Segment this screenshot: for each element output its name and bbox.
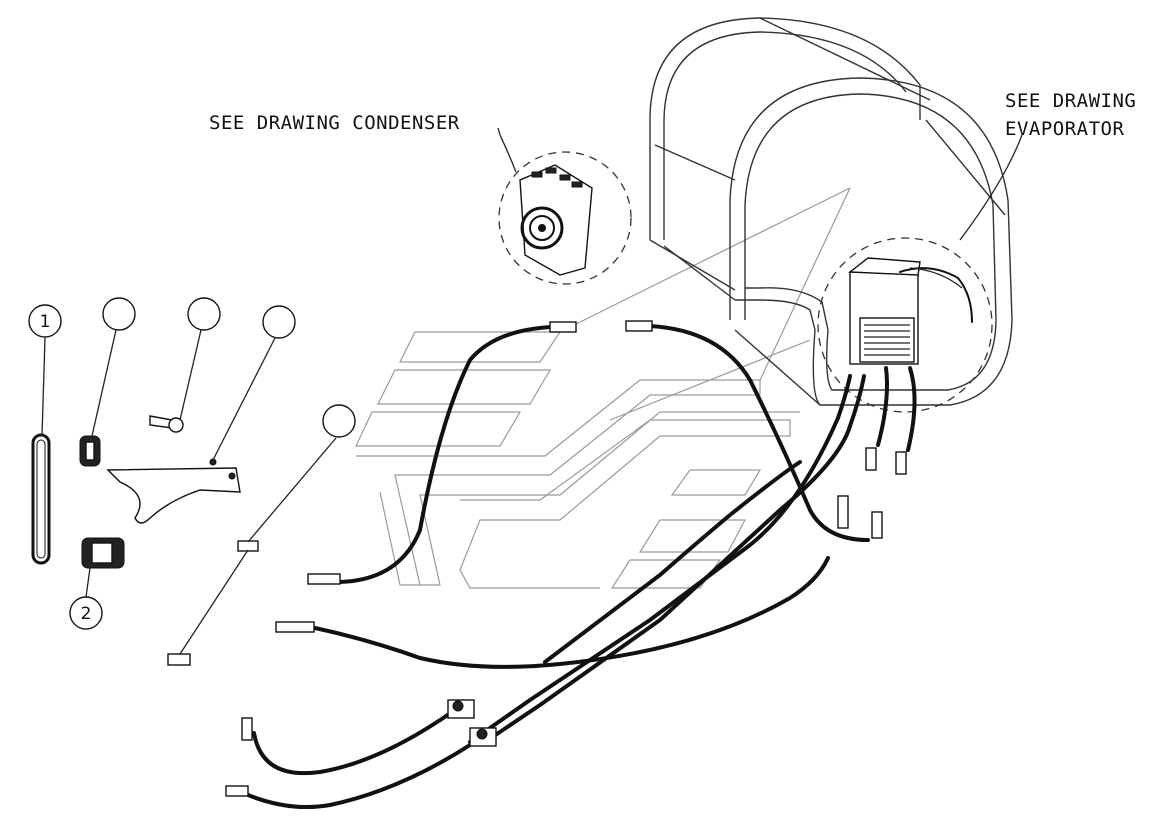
- cab-frame: [649, 17, 1013, 406]
- bracket: [106, 458, 241, 524]
- balloon-tag: [322, 404, 356, 438]
- balloon-bracket: [262, 305, 296, 339]
- bolt: [149, 415, 184, 433]
- evaporator-unit: [817, 237, 993, 452]
- compressor: [81, 537, 125, 569]
- svg-text:1: 1: [40, 312, 51, 332]
- belt: [31, 433, 51, 565]
- condenser-unit: [498, 151, 632, 285]
- evaporator-callout-line1: SEE DRAWING: [1005, 90, 1136, 112]
- watermark-logo: [355, 187, 851, 589]
- condenser-leader: [499, 134, 517, 173]
- hoses: [225, 320, 907, 810]
- balloon-2: 2: [69, 596, 103, 630]
- balloon-bolt: [187, 297, 221, 331]
- evaporator-leader: [959, 134, 1023, 241]
- balloon-1: 1: [28, 304, 62, 338]
- svg-text:2: 2: [81, 604, 92, 624]
- condenser-callout: SEE DRAWING CONDENSER: [209, 112, 460, 134]
- pulley: [79, 435, 101, 467]
- evaporator-callout-line2: EVAPORATOR: [1005, 118, 1124, 140]
- balloon-pulley: [102, 297, 136, 331]
